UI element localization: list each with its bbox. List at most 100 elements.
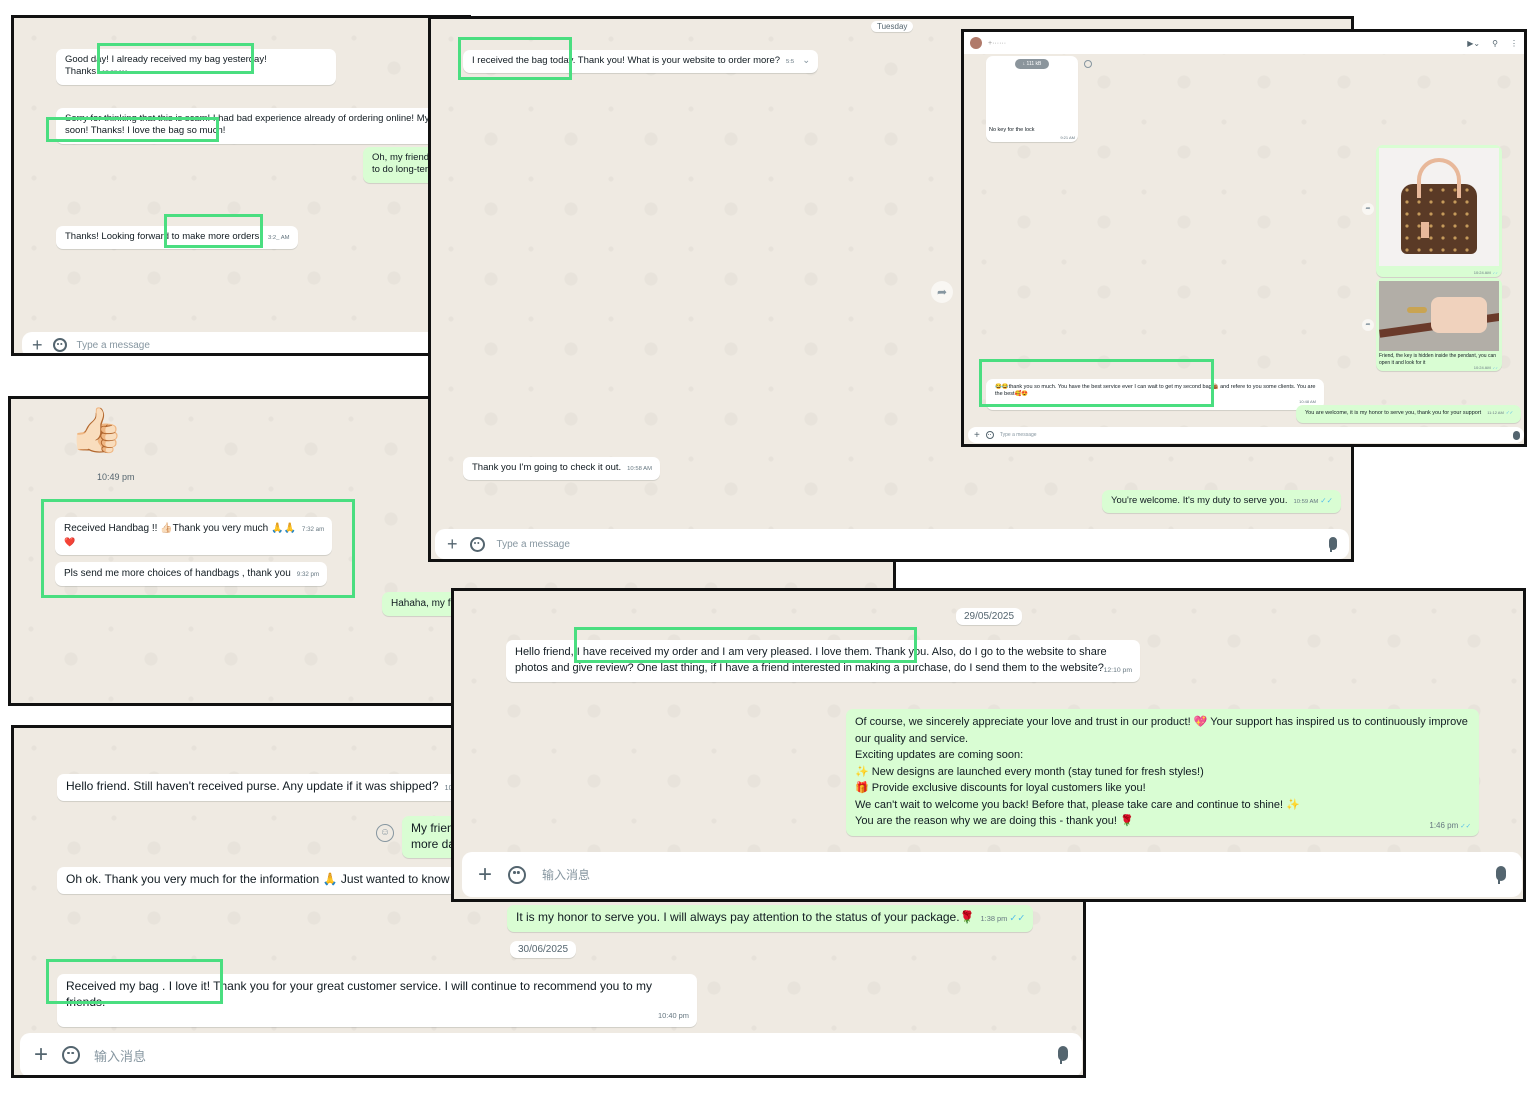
message-input[interactable]: Type a message [76,339,150,351]
message-text: Hello friend, I have received my order a… [515,646,1107,674]
message-input[interactable]: 输入消息 [542,868,591,882]
handbag-photo[interactable] [1379,148,1499,266]
sticker-icon[interactable] [985,431,994,439]
message-line: Of course, we sincerely appreciate your … [855,716,1468,745]
message-text-continued: more da [411,836,456,851]
message-time: 9:21 AM [1060,134,1075,140]
message-bubble: 😂😂thank you so much. You have the best s… [986,379,1324,411]
message-composer: + Type a message [968,427,1524,443]
message-bubble: I received the bag today. Thank you! Wha… [463,50,819,74]
message-bubble: Hello friend, I have received my order a… [506,640,1140,682]
sticker-icon[interactable] [52,338,67,352]
message-line: Exciting updates are coming soon: [855,749,1024,761]
reaction-icon[interactable] [1084,60,1092,68]
forward-icon[interactable]: ➦ [1362,203,1374,215]
message-composer: + 输入消息 [462,852,1522,897]
sticker-icon[interactable] [62,1046,81,1064]
microphone-icon[interactable] [1492,865,1506,884]
menu-icon[interactable]: ⋮ [1510,38,1518,48]
sticker-icon[interactable] [469,536,485,552]
message-bubble: Good day! I already received my bag yest… [56,49,336,85]
forward-icon[interactable]: ➦ [931,281,953,303]
chat-header: +······ ▶⌄ ⚲ ⋮ [964,32,1524,54]
chat-panel-5: 29/05/2025 Hello friend, I have received… [451,588,1526,902]
message-bubble: Oh ok. Thank you very much for the infor… [57,867,457,894]
message-text: Oh, my friend, I [372,152,437,163]
message-text: Good day! I already received my bag yest… [65,54,267,78]
message-text: Oh ok. Thank you very much for the infor… [66,872,450,886]
plus-icon[interactable]: + [34,1041,49,1068]
message-input[interactable]: Type a message [999,432,1037,438]
message-text-continued: soon! Thanks! I love the bag so much! [65,125,226,137]
message-line: ✨ New designs are launched every month (… [855,765,1204,778]
message-text: Received my bag . I love it! Thank you f… [66,979,653,1009]
message-bubble: Hello friend. Still haven't received pur… [57,774,457,801]
message-time: 3:2_ AM [267,235,290,241]
sticker-icon[interactable] [508,865,527,884]
message-bubble-outgoing: Of course, we sincerely appreciate your … [846,709,1479,836]
search-icon[interactable]: ⚲ [1492,38,1498,48]
message-bubble-outgoing: You're welcome. It's my duty to serve yo… [1102,490,1342,514]
message-text-continued: to do long-term [372,164,436,176]
message-time: 10:48 AM [1299,399,1316,405]
message-composer: + Type a message [22,332,468,355]
plus-icon[interactable]: + [447,533,458,554]
plus-icon[interactable]: + [974,429,980,441]
avatar[interactable] [970,37,982,49]
message-bubble: Thanks! Looking forward to make more ord… [56,226,298,250]
message-text: I received the bag today. Thank you! Wha… [472,55,781,66]
message-text: My frien [411,821,454,835]
message-text: You're welcome. It's my duty to serve yo… [1111,495,1288,506]
message-text: Thanks! Looking forward to make more ord… [65,231,262,242]
handbag-tag [1421,222,1429,238]
message-text: You are welcome, it is my honor to serve… [1305,410,1482,416]
file-message: ↓ 111 kB No key for the lock 9:21 AM [986,56,1078,142]
microphone-icon[interactable] [1054,1046,1068,1065]
message-line: You are the reason why we are doing this… [855,815,1134,827]
message-text: Received Handbag !! 👍🏻Thank you very muc… [64,523,296,534]
message-bubble: Received Handbag !! 👍🏻Thank you very muc… [55,517,333,555]
microphone-icon[interactable] [1511,431,1520,440]
message-text: Thank you I'm going to check it out. [472,462,622,473]
message-composer: + 输入消息 [20,1033,1082,1075]
message-time: 1:46 pm✓✓ [1429,821,1471,831]
message-time: 10:59 AM [1293,499,1319,505]
pendant-key [1407,307,1427,313]
message-time: 10:58 AM [627,466,652,472]
read-receipt-icon: ✓✓ [1492,365,1498,370]
read-receipt-icon: ✓✓ [1320,496,1334,505]
video-call-icon[interactable]: ▶⌄ [1467,38,1481,48]
pendant-leather [1431,297,1487,333]
pendant-photo[interactable] [1379,281,1499,351]
contact-name[interactable]: +······ [988,39,1007,47]
read-receipt-icon: ✓✓ [1505,410,1514,415]
message-bubble: Pls send me more choices of handbags , t… [55,562,328,586]
image-caption: Friend, the key is hidden inside the pen… [1379,353,1497,366]
handbag-handle [1417,158,1461,198]
plus-icon[interactable]: + [478,860,493,888]
message-line: We can't wait to welcome you back! Befor… [855,798,1300,811]
message-input[interactable]: Type a message [496,538,570,550]
read-receipt-icon: ✓✓ [1009,913,1026,924]
chevron-down-icon[interactable]: ⌄ [802,55,811,66]
message-time: 10:24 AM✓✓ [1473,269,1498,275]
message-time: 10:24 AM✓✓ [1473,364,1498,370]
message-input[interactable]: 输入消息 [94,1048,147,1064]
microphone-icon[interactable] [1325,536,1338,552]
message-bubble: Thank you I'm going to check it out. 10:5… [463,457,660,481]
message-text: Hello friend. Still haven't received pur… [66,779,439,793]
chat-panel-1: Good day! I already received my bag yest… [11,15,471,356]
forward-icon[interactable]: ➦ [1362,319,1374,331]
file-download-button[interactable]: ↓ 111 kB [1015,59,1049,69]
emoji-time: 10:49 pm [97,472,135,482]
message-text: Sorry for thinking that this is scam! I … [65,113,453,124]
emoji-icon[interactable]: ☺ [376,824,394,842]
message-line: 🎁 Provide exclusive discounts for loyal … [855,782,1146,794]
message-time: 7:32 am [301,526,325,533]
heart-emoji: ❤️ [64,537,76,547]
plus-icon[interactable]: + [32,334,43,355]
message-text: Pls send me more choices of handbags , t… [64,568,291,579]
message-time: 10 [444,783,453,792]
message-composer: + Type a message [435,529,1349,559]
read-receipt-icon: ✓✓ [1492,270,1498,275]
